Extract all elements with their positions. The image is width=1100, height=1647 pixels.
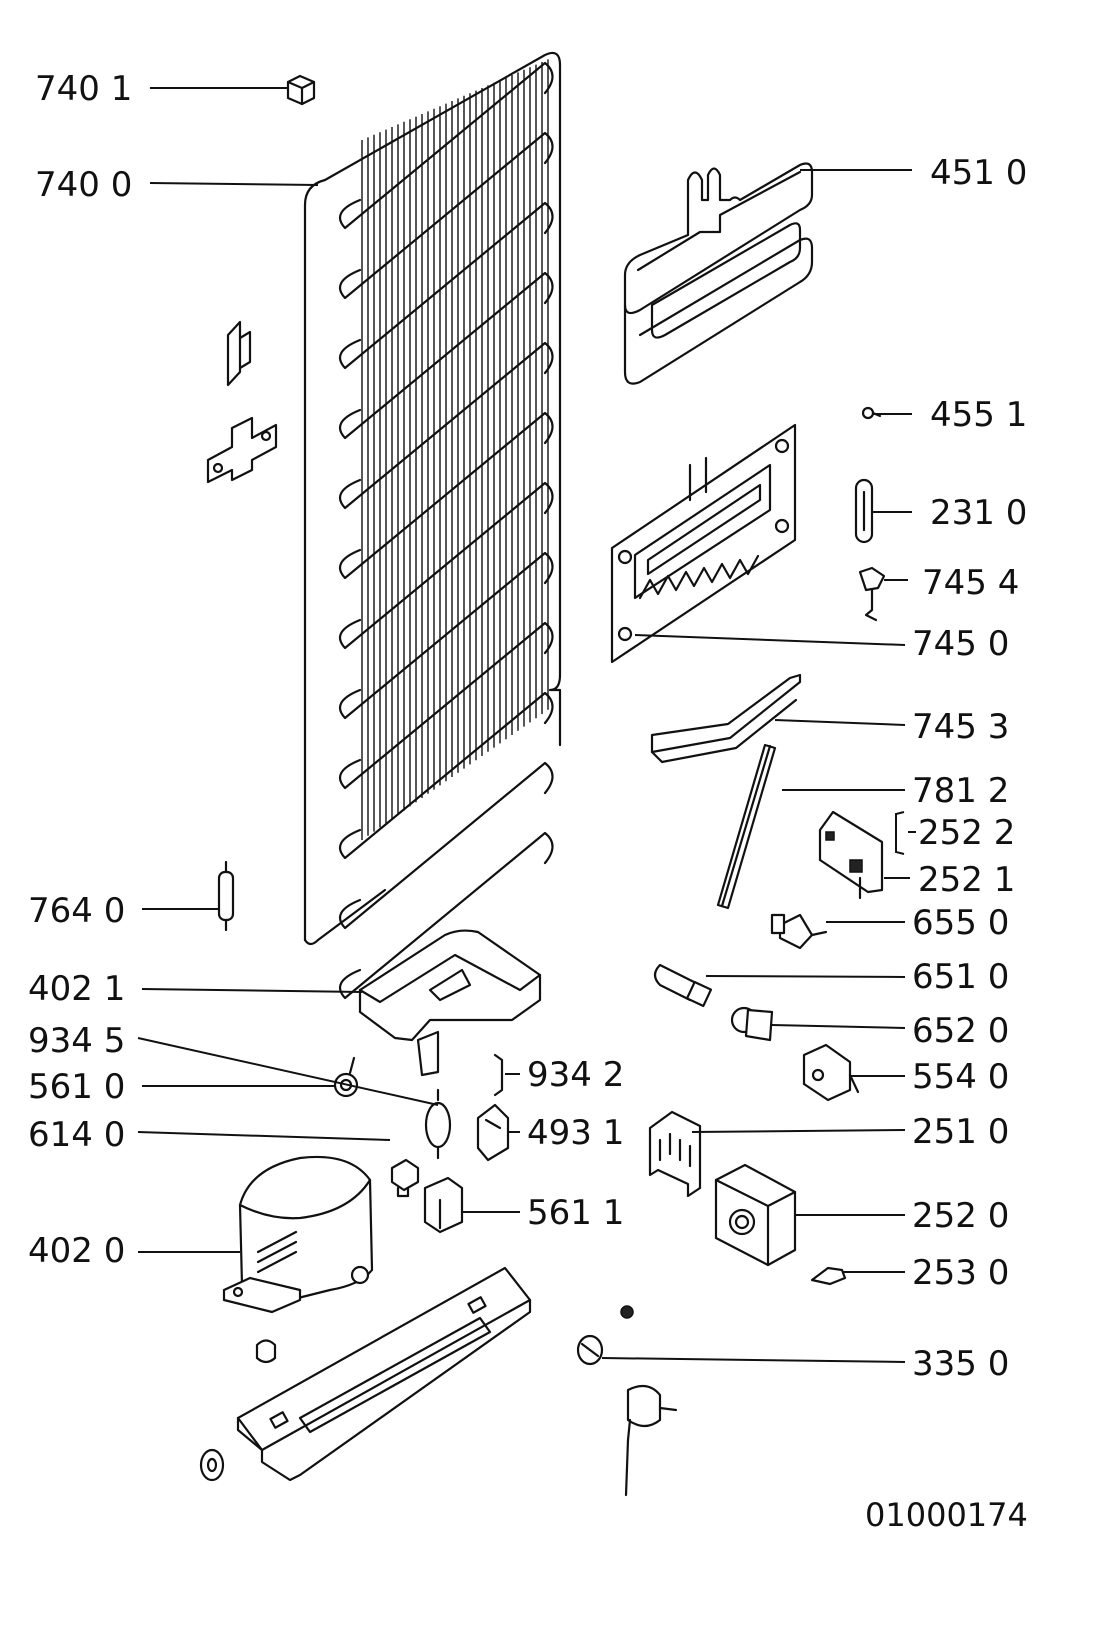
control-board: [818, 810, 884, 900]
leader-line: [137, 1037, 439, 1106]
part-callout-label: 764 0: [28, 891, 125, 931]
part-callout-label: 651 0: [912, 957, 1009, 997]
part-callout-label: 554 0: [912, 1057, 1009, 1097]
callout-labels: 740 1 740 0 451 0 455 1 231 0 745 4 745 0 745 3…: [28, 69, 1027, 1384]
coil-tube-loop: [338, 411, 554, 580]
coil-tube-loop: [338, 271, 554, 440]
part-callout-label: 934 5: [28, 1021, 125, 1061]
thermostat-knob: [810, 1266, 847, 1286]
part-callout-label: 451 0: [930, 153, 1027, 193]
probe-part: [858, 566, 886, 622]
group-bracket: [895, 811, 905, 855]
bent-bar: [650, 673, 802, 764]
part-callout-label: 745 3: [912, 707, 1009, 747]
evaporator-plate: [610, 423, 797, 664]
condenser-coil: [303, 51, 562, 1000]
part-callout-label: 252 0: [912, 1196, 1009, 1236]
long-bar: [716, 743, 777, 910]
cap-part: [286, 74, 316, 106]
part-callout-label: 253 0: [912, 1253, 1009, 1293]
part-callout-label: 402 0: [28, 1231, 125, 1271]
compressor: [222, 1155, 374, 1314]
link-part: [854, 478, 874, 544]
part-callout-label: 781 2: [912, 771, 1009, 811]
starter-relay: [423, 1176, 464, 1234]
rubber-foot: [255, 1339, 277, 1364]
leader-line: [691, 1129, 906, 1133]
coil-tube-loop: [338, 761, 554, 930]
grommet-ring: [424, 1088, 452, 1160]
part-callout-label: 252 1: [918, 860, 1015, 900]
part-callout-label: 455 1: [930, 395, 1027, 435]
part-callout-label: 655 0: [912, 903, 1009, 943]
leader-line: [771, 1024, 906, 1029]
cable-grommet: [576, 1334, 604, 1366]
part-callout-label: 561 0: [28, 1067, 125, 1107]
coil-tube-loop: [338, 61, 554, 230]
leader-line: [705, 975, 906, 978]
filter-drier: [217, 860, 235, 932]
part-callout-label: 335 0: [912, 1344, 1009, 1384]
drawing-number: 01000174: [865, 1496, 1028, 1534]
relay-part: [802, 1043, 860, 1102]
part-callout-label: 652 0: [912, 1011, 1009, 1051]
coil-part: [333, 1056, 359, 1098]
part-callout-label: 740 0: [35, 165, 132, 205]
part-callout-label: 402 1: [28, 969, 125, 1009]
leader-line: [601, 1357, 906, 1363]
mounting-bracket-upper: [226, 320, 252, 387]
leader-line: [141, 988, 363, 993]
clip-bracket: [493, 1053, 504, 1097]
coil-tube-loop: [338, 551, 554, 720]
cover-box: [358, 929, 542, 1077]
coil-tube-loop: [338, 131, 554, 300]
leader-line: [774, 719, 906, 726]
leader-line: [634, 634, 906, 646]
terminal-cover: [648, 1110, 702, 1198]
base-rail: [236, 1266, 532, 1482]
lamp-socket: [770, 913, 828, 950]
mains-plug: [624, 1384, 678, 1497]
lamp-bulb: [653, 963, 713, 1008]
part-callout-label: 740 1: [35, 69, 132, 109]
part-callout-label: 561 1: [527, 1193, 624, 1233]
mounting-bracket-lower: [206, 416, 278, 484]
leader-line: [137, 1131, 391, 1141]
coil-tube-loop: [338, 621, 554, 790]
coil-tube-loop: [338, 691, 554, 860]
part-callout-label: 934 2: [527, 1055, 624, 1095]
door-switch: [730, 1006, 774, 1042]
coil-tube-loop: [338, 481, 554, 650]
part-callout-label: 745 4: [922, 563, 1019, 603]
leader-lines: [137, 87, 916, 1363]
leader-line: [149, 182, 319, 186]
coil-tube-loop: [338, 341, 554, 510]
terminal-bracket: [476, 1103, 510, 1162]
part-callout-label: 251 0: [912, 1112, 1009, 1152]
part-callout-label: 493 1: [527, 1113, 624, 1153]
thermostat-box: [714, 1163, 797, 1267]
coil-tube-loop: [338, 201, 554, 370]
coil-tube-loop: [338, 831, 554, 1000]
part-callout-label: 614 0: [28, 1115, 125, 1155]
small-grommet: [390, 1158, 420, 1198]
evaporator: [623, 162, 814, 385]
washer: [199, 1448, 225, 1482]
part-callout-label: 745 0: [912, 624, 1009, 664]
part-callout-label: 231 0: [930, 493, 1027, 533]
part-callout-label: 252 2: [918, 813, 1015, 853]
small-screw: [620, 1305, 634, 1319]
